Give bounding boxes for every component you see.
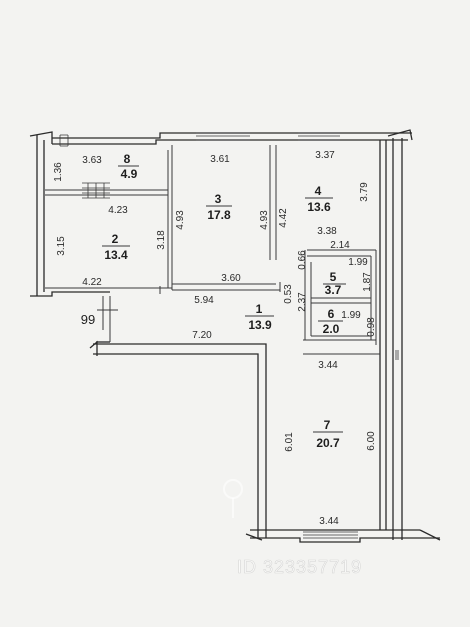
watermark-logo <box>223 479 243 518</box>
room-2-label: 2 13.4 <box>102 232 130 262</box>
dim-4-23: 4.23 <box>108 205 128 216</box>
room-7-label: 7 20.7 <box>313 418 343 450</box>
dim-1-87: 1.87 <box>362 272 373 292</box>
room-number: 8 <box>124 152 131 166</box>
dimension-labels: 1.36 3.63 3.61 3.37 3.79 4.23 4.93 4.9 3 … <box>53 150 377 527</box>
room-1-label: 1 13.9 <box>245 302 274 332</box>
room-number: 7 <box>324 418 331 432</box>
dim-3-15: 3.15 <box>56 236 67 256</box>
room-area: 13.9 <box>248 318 272 332</box>
dim-3-44-top: 3.44 <box>318 360 338 371</box>
room-labels: 8 4.9 3 17.8 4 13.6 2 13.4 5 3.7 <box>102 152 346 450</box>
room-number: 1 <box>256 302 263 316</box>
room-area: 3.7 <box>325 283 342 297</box>
room-area: 13.6 <box>307 200 331 214</box>
room-number: 4 <box>315 184 322 198</box>
room-number: 3 <box>215 192 222 206</box>
room-area: 20.7 <box>316 436 340 450</box>
dim-3-44-bottom: 3.44 <box>319 516 339 527</box>
dim-4-42: 4.42 <box>278 208 289 228</box>
dim-0-53: 0.53 <box>283 284 294 304</box>
room-5-label: 5 3.7 <box>323 270 346 297</box>
dim-3-63: 3.63 <box>82 155 102 166</box>
dim-4-22: 4.22 <box>82 277 102 288</box>
dim-1-99-top: 1.99 <box>348 257 368 268</box>
walls <box>29 129 441 543</box>
room-area: 17.8 <box>207 208 231 222</box>
dim-0-98: 0.98 <box>366 317 377 337</box>
watermark-text: ID 323357719 <box>237 557 362 577</box>
room-3-label: 3 17.8 <box>206 192 232 222</box>
dim-3-18: 3.18 <box>156 230 167 250</box>
room-area: 4.9 <box>121 167 138 181</box>
room-area: 2.0 <box>323 322 340 336</box>
windows <box>59 132 399 539</box>
dim-3-60: 3.60 <box>221 273 241 284</box>
dim-1-36: 1.36 <box>53 162 64 182</box>
dim-5-94: 5.94 <box>194 295 214 306</box>
room-number: 5 <box>330 270 337 284</box>
dim-4-93-right: 4.93 <box>259 210 270 230</box>
dim-7-20: 7.20 <box>192 330 212 341</box>
dim-1-99-bottom: 1.99 <box>341 310 361 321</box>
room-number: 6 <box>328 307 335 321</box>
dim-2-14: 2.14 <box>330 240 350 251</box>
dim-99: 99 <box>81 312 95 327</box>
dim-3-79: 3.79 <box>359 182 370 202</box>
dim-6-01: 6.01 <box>284 432 295 452</box>
room-4-label: 4 13.6 <box>305 184 333 214</box>
room-area: 13.4 <box>104 248 128 262</box>
dim-3-61: 3.61 <box>210 154 230 165</box>
dim-2-37: 2.37 <box>297 292 308 312</box>
watermark: ID 323357719 <box>223 479 362 577</box>
dim-4-93-left: 4.93 <box>175 210 186 230</box>
room-6-label: 6 2.0 <box>318 307 343 336</box>
room-8-label: 8 4.9 <box>118 152 139 181</box>
room-number: 2 <box>112 232 119 246</box>
dim-0-66: 0.66 <box>297 250 308 270</box>
dim-3-37: 3.37 <box>315 150 335 161</box>
dim-3-38: 3.38 <box>317 226 337 237</box>
dim-6-00: 6.00 <box>366 431 377 451</box>
